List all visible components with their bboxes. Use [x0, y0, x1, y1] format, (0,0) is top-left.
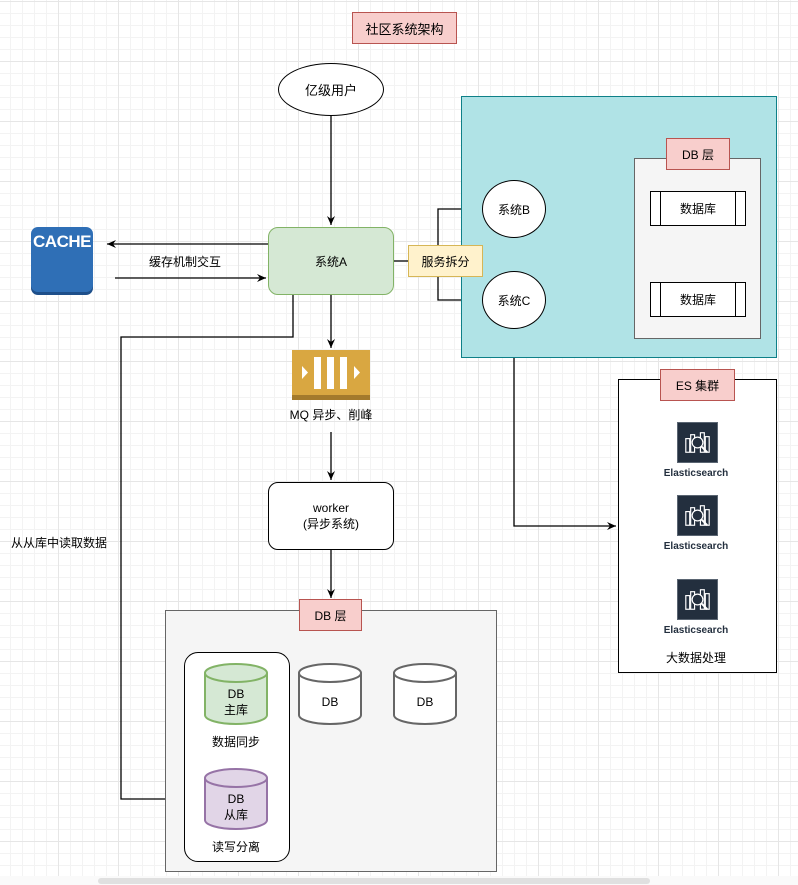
db-layer-top-tag-text: DB 层	[681, 147, 714, 162]
es-cluster-tag-text: ES 集群	[675, 378, 720, 393]
system-b-label: 系统B	[497, 202, 530, 217]
search-chart-icon	[685, 432, 710, 453]
db-layer-top-tag: DB 层	[666, 138, 730, 170]
system-b-node[interactable]: 系统B	[482, 180, 546, 238]
diagram-title: 社区系统架构	[352, 12, 457, 44]
edge-system-a-to-slave	[120, 295, 294, 803]
mq-label: MQ 异步、削峰	[289, 408, 373, 422]
users-node[interactable]: 亿级用户	[278, 63, 384, 116]
cache-edge-label: 缓存机制交互	[149, 255, 222, 269]
slave-db-label: DB	[227, 792, 245, 806]
database-node[interactable]: 数据库	[650, 191, 746, 226]
cylinder-icon	[298, 663, 362, 725]
elasticsearch-label: Elasticsearch	[663, 468, 729, 479]
users-label: 亿级用户	[304, 83, 357, 98]
slave-db-node[interactable]: DB 从库	[203, 767, 269, 831]
cylinder-icon	[204, 768, 268, 830]
queue-glyph-icon	[302, 357, 360, 389]
read-from-slave-label: 从从库中读取数据	[11, 536, 108, 550]
cylinder-icon	[204, 663, 268, 725]
db-label: DB	[321, 695, 339, 709]
edge-system-c-to-es	[513, 329, 616, 530]
diagram-title-text: 社区系统架构	[365, 21, 444, 37]
elasticsearch-icon[interactable]	[677, 422, 718, 463]
worker-subtitle: (异步系统)	[303, 517, 359, 531]
db-layer-bottom-tag: DB 层	[299, 599, 362, 631]
es-cluster-tag: ES 集群	[660, 369, 735, 401]
elasticsearch-icon[interactable]	[677, 495, 718, 536]
search-chart-icon	[685, 505, 710, 526]
system-a-label: 系统A	[314, 254, 347, 269]
read-write-split-label: 读写分离	[211, 840, 260, 854]
service-split-label-box: 服务拆分	[408, 245, 483, 277]
elasticsearch-label: Elasticsearch	[663, 541, 729, 552]
master-db-label: DB	[227, 687, 245, 701]
db-label: DB	[416, 695, 434, 709]
data-sync-label: 数据同步	[196, 733, 276, 750]
worker-title: worker	[312, 501, 349, 515]
db-node[interactable]: DB	[297, 662, 363, 726]
system-a-node[interactable]: 系统A	[268, 227, 394, 295]
elasticsearch-label: Elasticsearch	[663, 625, 729, 636]
worker-node[interactable]: worker (异步系统)	[268, 482, 394, 550]
horizontal-scrollbar[interactable]	[98, 878, 650, 884]
cache-icon[interactable]: CACHE	[31, 227, 93, 292]
cylinder-icon	[393, 663, 457, 725]
es-cluster-footer: 大数据处理	[665, 651, 726, 665]
database-label: 数据库	[679, 293, 716, 307]
system-c-label: 系统C	[497, 293, 531, 308]
cache-label: CACHE	[33, 232, 91, 251]
master-db-node[interactable]: DB 主库	[203, 662, 269, 726]
master-db-sublabel: 主库	[223, 703, 248, 717]
database-node[interactable]: 数据库	[650, 282, 746, 317]
database-label: 数据库	[679, 202, 716, 216]
elasticsearch-icon[interactable]	[677, 579, 718, 620]
system-c-node[interactable]: 系统C	[482, 271, 546, 329]
slave-db-sublabel: 从库	[223, 808, 248, 822]
mq-queue-icon[interactable]	[292, 350, 370, 400]
search-chart-icon	[685, 589, 710, 610]
db-layer-bottom-tag-text: DB 层	[314, 608, 347, 623]
db-node[interactable]: DB	[392, 662, 458, 726]
service-split-text: 服务拆分	[421, 254, 470, 269]
